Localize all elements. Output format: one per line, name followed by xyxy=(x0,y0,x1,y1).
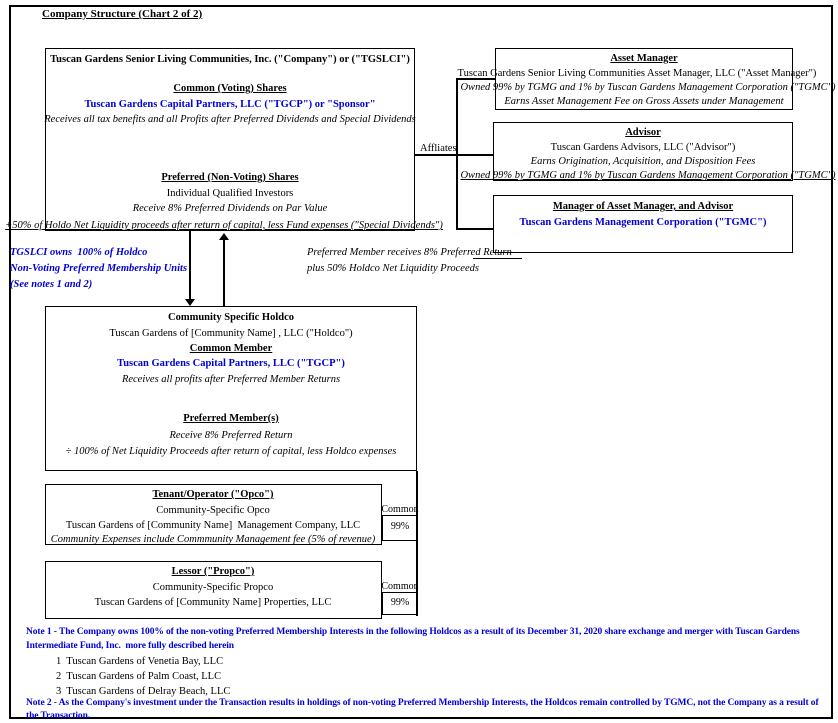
common-voting-shares-heading: Common (Voting) Shares xyxy=(173,83,287,94)
manager-box xyxy=(493,195,793,253)
underline-segment xyxy=(473,258,522,259)
right-annotation-line1: Preferred Member receives 8% Preferred R… xyxy=(307,247,512,258)
preferred-shares-line3: +50% of Holdo Net Liquidity proceeds aft… xyxy=(5,220,443,231)
opco-heading: Tenant/Operator ("Opco") xyxy=(152,489,274,500)
company-box-header: Tuscan Gardens Senior Living Communities… xyxy=(50,54,410,65)
propco-ownership-cell xyxy=(382,592,417,615)
common-shares-owner: Tuscan Gardens Capital Partners, LLC ("T… xyxy=(84,99,376,110)
note1-line1: Note 1 - The Company owns 100% of the no… xyxy=(26,627,800,637)
opco-line2: Tuscan Gardens of [Community Name] Manag… xyxy=(65,520,361,531)
advisor-line2: Earns Origination, Acquisition, and Disp… xyxy=(530,156,756,167)
manager-heading: Manager of Asset Manager, and Advisor xyxy=(552,201,734,212)
connector-ownership-trunk xyxy=(416,471,418,616)
propco-ownership-pct: 99% xyxy=(390,597,410,608)
asset-manager-line2: Owned 99% by TGMG and 1% by Tuscan Garde… xyxy=(460,82,836,93)
asset-manager-heading: Asset Manager xyxy=(610,53,678,64)
note2-line2: the Transaction. xyxy=(26,711,91,721)
connector-affiliates-line xyxy=(415,154,493,156)
preferred-shares-heading: Preferred (Non-Voting) Shares xyxy=(161,172,299,183)
page-title: Company Structure (Chart 2 of 2) xyxy=(42,8,203,20)
manager-line1: Tuscan Gardens Management Corporation ("… xyxy=(519,217,767,228)
opco-line3: Community Expenses include Commmunity Ma… xyxy=(50,534,376,545)
note2-line1: Note 2 - As the Company's investment und… xyxy=(26,698,819,708)
note1-item3: 3 Tuscan Gardens of Delray Beach, LLC xyxy=(56,686,231,697)
advisor-line3: Owned 99% by TGMG and 1% by Tuscan Garde… xyxy=(460,170,836,181)
company-box xyxy=(45,48,415,231)
propco-box xyxy=(45,561,382,619)
connector-up-line xyxy=(223,240,225,306)
holdco-common-member-heading: Common Member xyxy=(189,343,273,354)
connector-down-line xyxy=(189,231,191,299)
propco-line1: Community-Specific Propco xyxy=(152,582,274,593)
opco-box xyxy=(45,484,382,545)
holdco-common-owner: Tuscan Gardens Capital Partners, LLC ("T… xyxy=(117,358,345,369)
common-shares-note: Receives all tax benefits and all Profit… xyxy=(44,114,416,125)
left-annotation-line2: Non-Voting Preferred Membership Units xyxy=(10,263,188,274)
opco-ownership-cell xyxy=(382,515,417,541)
holdco-preferred-line2: ÷ 100% of Net Liquidity Proceeds after r… xyxy=(65,446,397,457)
note1-item1: 1 Tuscan Gardens of Venetia Bay, LLC xyxy=(56,656,224,667)
opco-line1: Community-Specific Opco xyxy=(156,505,270,516)
connector-manager-stub xyxy=(456,228,493,230)
arrow-up-icon xyxy=(219,233,229,240)
propco-heading: Lessor ("Propco") xyxy=(171,566,255,577)
preferred-shares-line1: Individual Qualified Investors xyxy=(166,188,294,199)
propco-ownership-label: Common xyxy=(381,581,419,592)
opco-ownership-label: Common xyxy=(381,504,419,515)
holdco-line1: Tuscan Gardens of [Community Name] , LLC… xyxy=(109,328,353,339)
holdco-preferred-line1: Receive 8% Preferred Return xyxy=(169,430,293,441)
holdco-preferred-heading: Preferred Member(s) xyxy=(183,413,279,424)
holdco-box xyxy=(45,306,417,471)
asset-manager-box xyxy=(495,48,793,110)
asset-manager-line3: Earns Asset Management Fee on Gross Asse… xyxy=(504,96,784,107)
preferred-shares-line2: Receive 8% Preferred Dividends on Par Va… xyxy=(132,203,328,214)
arrow-down-icon xyxy=(185,299,195,306)
advisor-box xyxy=(493,122,793,181)
opco-ownership-pct: 99% xyxy=(390,521,410,532)
note1-item2: 2 Tuscan Gardens of Palm Coast, LLC xyxy=(56,671,222,682)
note1-line2: Intermediate Fund, Inc. more fully descr… xyxy=(26,641,234,651)
holdco-common-note: Receives all profits after Preferred Mem… xyxy=(121,374,341,385)
advisor-heading: Advisor xyxy=(625,127,661,138)
page-border xyxy=(9,5,833,719)
asset-manager-line1: Tuscan Gardens Senior Living Communities… xyxy=(457,68,817,79)
right-annotation-line2: plus 50% Holdco Net Liquidity Proceeds xyxy=(307,263,479,274)
propco-line2: Tuscan Gardens of [Community Name] Prope… xyxy=(94,597,332,608)
advisor-line1: Tuscan Gardens Advisors, LLC ("Advisor") xyxy=(550,142,736,153)
left-annotation-line1: TGSLCI owns 100% of Holdco xyxy=(10,247,148,258)
connector-asset-manager-stub xyxy=(456,78,495,80)
left-annotation-line3: (See notes 1 and 2) xyxy=(10,279,93,290)
affiliates-label: Affliates xyxy=(420,143,457,154)
holdco-heading: Community Specific Holdco xyxy=(168,312,294,323)
connector-right-trunk xyxy=(456,78,458,230)
